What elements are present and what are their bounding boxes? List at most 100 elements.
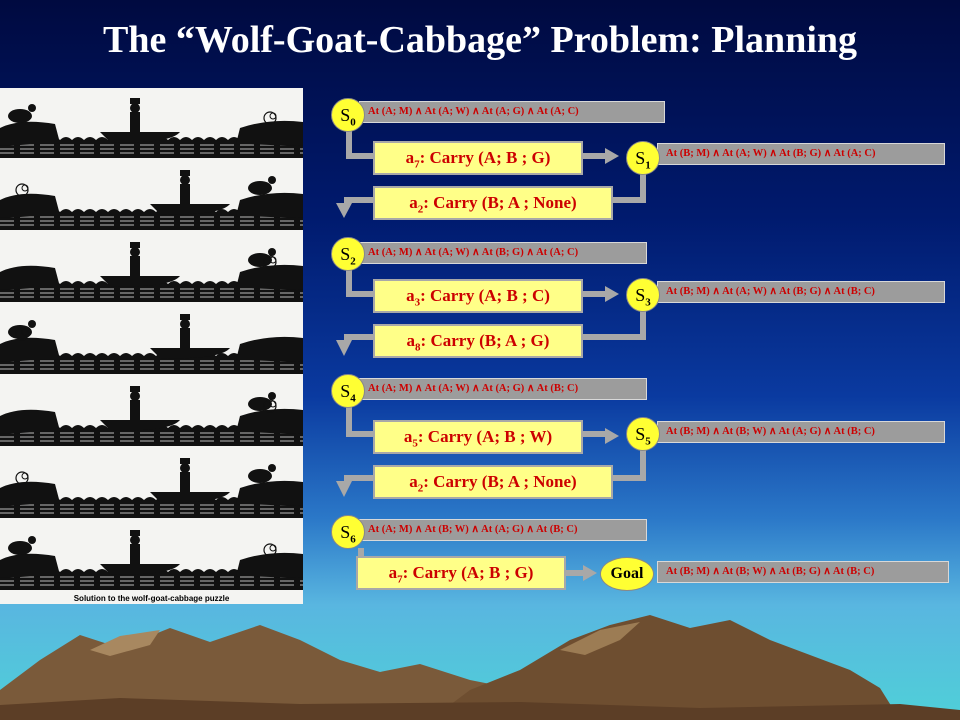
state-s0-formula: At (A; M) ∧ At (A; W) ∧ At (A; G) ∧ At (… [359, 101, 665, 123]
left-bank [0, 409, 60, 434]
cabbage [263, 399, 277, 413]
state-s6-node: S6 [331, 515, 365, 549]
animal-body [8, 325, 32, 339]
action-a5-carry-wolf: a5: Carry (A; B ; W) [373, 420, 583, 454]
state-s3-node: S3 [626, 278, 660, 312]
animal-head [268, 392, 276, 400]
cabbage [15, 327, 29, 341]
cabbage [263, 255, 277, 269]
man-head [130, 535, 140, 545]
state-s1-node: S1 [626, 141, 660, 175]
state-s6-formula: At (A; M) ∧ At (B; W) ∧ At (A; G) ∧ At (… [359, 519, 647, 541]
man-figure [130, 112, 140, 132]
state-s2-node: S2 [331, 237, 365, 271]
right-bank [236, 120, 303, 146]
animal-body [248, 469, 272, 483]
animal-head [268, 176, 276, 184]
plan-connector [566, 570, 584, 576]
action-a3-carry-cabbage: a3: Carry (A; B ; C) [373, 279, 583, 313]
man-figure [130, 256, 140, 276]
man-head [130, 391, 140, 401]
man-figure [130, 400, 140, 420]
plan-connector [346, 431, 374, 437]
man-hat [130, 530, 140, 536]
cabbage [15, 471, 29, 485]
action-a8-return-goat: a8: Carry (B; A ; G) [373, 324, 583, 358]
cabbage-leaf [269, 256, 277, 264]
plan-connector [613, 197, 646, 203]
plan-connector [346, 153, 374, 159]
right-bank [236, 264, 303, 290]
cabbage [15, 183, 29, 197]
man-hat [180, 170, 190, 176]
boat [150, 492, 230, 503]
plan-connector [346, 130, 352, 158]
right-bank [236, 408, 303, 434]
state-s4-formula: At (A; M) ∧ At (A; W) ∧ At (A; G) ∧ At (… [359, 378, 647, 400]
state-s4-node: S4 [331, 374, 365, 408]
plan-connector [346, 291, 374, 297]
animal-body [248, 253, 272, 267]
boat [100, 564, 180, 575]
cabbage-leaf [269, 112, 277, 120]
man-figure [180, 472, 190, 492]
plan-connector [346, 270, 352, 296]
left-bank [0, 121, 60, 146]
action-a7-carry-goat: a7: Carry (A; B ; G) [373, 141, 583, 175]
plan-connector [344, 334, 373, 340]
boat [100, 420, 180, 431]
wolf-goat-cabbage-illustration [0, 88, 312, 604]
man-figure [180, 184, 190, 204]
cabbage [263, 111, 277, 125]
illustration-strip [0, 98, 312, 590]
state-s1-formula: At (B; M) ∧ At (A; W) ∧ At (B; G) ∧ At (… [657, 143, 945, 165]
man-head [180, 175, 190, 185]
left-bank [0, 265, 60, 290]
man-hat [130, 242, 140, 248]
man-figure [180, 328, 190, 348]
man-head [180, 319, 190, 329]
mountain-highlight [560, 622, 640, 655]
plan-connector [344, 475, 350, 483]
animal-body [8, 109, 32, 123]
plan-connector [583, 334, 646, 340]
boat [100, 276, 180, 287]
mountain-range-left [0, 625, 560, 720]
animal-body [248, 397, 272, 411]
plan-connector [640, 173, 646, 203]
boat [150, 204, 230, 215]
man-hat [130, 98, 140, 104]
animal-body [248, 181, 272, 195]
plan-connector [583, 291, 607, 297]
plan-connector [344, 475, 373, 481]
cabbage-leaf [21, 328, 29, 336]
action-a7-carry-goat-final: a7: Carry (A; B ; G) [356, 556, 566, 590]
state-s2-formula: At (A; M) ∧ At (A; W) ∧ At (B; G) ∧ At (… [359, 242, 647, 264]
state-s5-node: S5 [626, 417, 660, 451]
plan-connector [583, 153, 607, 159]
man-head [130, 103, 140, 113]
man-hat [180, 458, 190, 464]
animal-head [28, 320, 36, 328]
cabbage [263, 543, 277, 557]
cabbage-leaf [21, 184, 29, 192]
mountain-range-right [430, 615, 900, 720]
man-hat [180, 314, 190, 320]
goal-node: Goal [600, 557, 654, 591]
goal-formula: At (B; M) ∧ At (B; W) ∧ At (B; G) ∧ At (… [657, 561, 949, 583]
animal-head [268, 248, 276, 256]
cabbage-leaf [269, 544, 277, 552]
state-s5-formula: At (B; M) ∧ At (B; W) ∧ At (A; G) ∧ At (… [657, 421, 945, 443]
man-hat [130, 386, 140, 392]
right-bank [236, 552, 303, 578]
action-a2-return-empty-2: a2: Carry (B; A ; None) [373, 465, 613, 499]
plan-connector [583, 431, 607, 437]
man-figure [130, 544, 140, 564]
cabbage-leaf [21, 472, 29, 480]
animal-head [28, 536, 36, 544]
man-head [130, 247, 140, 257]
animal-head [268, 464, 276, 472]
page-title: The “Wolf-Goat-Cabbage” Problem: Plannin… [102, 19, 858, 61]
action-a2-return-empty: a2: Carry (B; A ; None) [373, 186, 613, 220]
cabbage-leaf [269, 400, 277, 408]
